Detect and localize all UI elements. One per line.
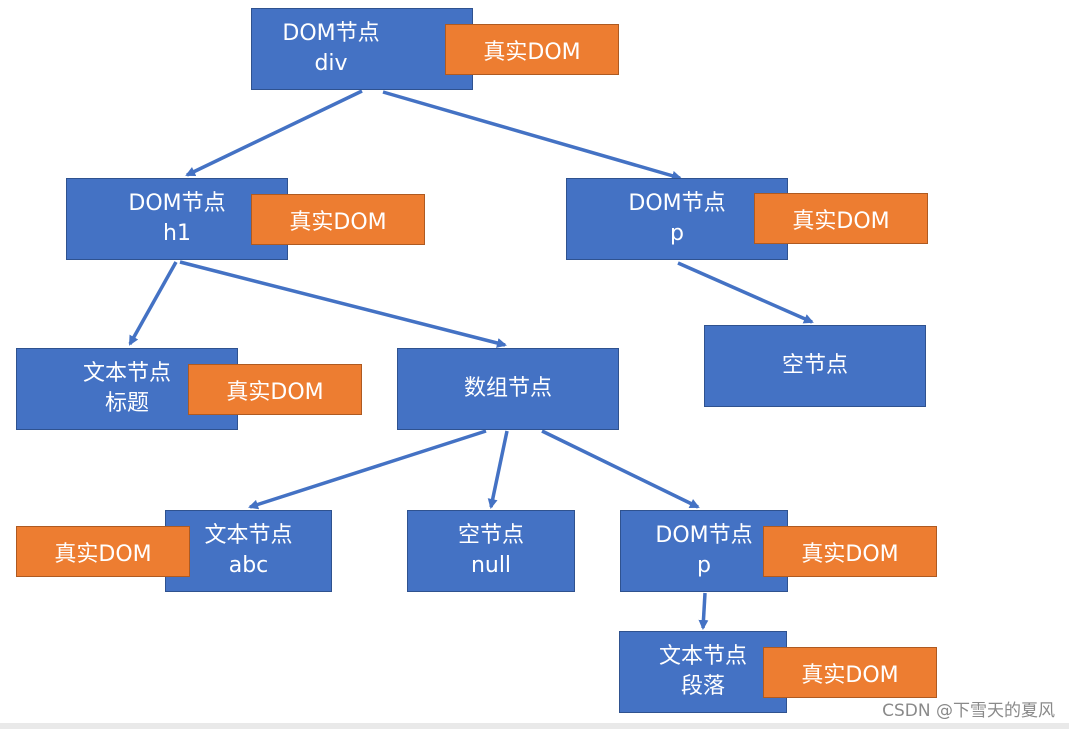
node-array-label: 数组节点 <box>463 376 552 401</box>
node-div: DOM节点 div <box>251 8 473 90</box>
edge-array-to-text-abc <box>248 429 487 510</box>
node-p-bottom-label: DOM节点 <box>655 523 753 548</box>
node-empty-top-label: 空节点 <box>781 353 848 378</box>
real-dom-tag-div: 真实DOM <box>445 24 619 75</box>
edge-h1-to-text-title <box>128 261 178 346</box>
node-array: 数组节点 <box>397 348 619 430</box>
node-p-bottom-tag-name: p <box>697 553 711 578</box>
node-p-top-label: DOM节点 <box>628 191 726 216</box>
edge-array-to-null <box>487 430 509 509</box>
real-dom-tag-text-abc: 真实DOM <box>16 526 190 577</box>
node-text-abc: 文本节点 abc <box>165 510 332 592</box>
real-dom-tag-text-title: 真实DOM <box>188 364 362 415</box>
node-p-bottom: DOM节点 p <box>620 510 788 592</box>
node-h1-label: DOM节点 <box>128 191 226 216</box>
node-empty-null-label: 空节点 <box>457 523 524 548</box>
edge-p-bottom-to-para <box>698 592 709 630</box>
node-text-abc-content: abc <box>228 553 269 578</box>
node-empty-top: 空节点 <box>704 325 926 407</box>
csdn-watermark: CSDN @下雪天的夏风 <box>882 701 1055 721</box>
edge-p-top-to-empty <box>677 261 814 324</box>
real-dom-tag-text-para: 真实DOM <box>763 647 937 698</box>
node-div-tag-name: div <box>314 51 348 76</box>
edge-div-to-h1 <box>185 89 363 177</box>
edge-div-to-p-top <box>382 90 682 181</box>
node-text-abc-label: 文本节点 <box>204 523 293 548</box>
node-div-label: DOM节点 <box>282 21 380 46</box>
edge-array-to-p-bottom <box>541 429 700 509</box>
node-text-para: 文本节点 段落 <box>619 631 787 713</box>
node-p-top-tag-name: p <box>670 221 684 246</box>
node-text-para-content: 段落 <box>680 674 725 699</box>
node-text-title-label: 文本节点 <box>82 361 171 386</box>
real-dom-tag-p-bottom: 真实DOM <box>763 526 937 577</box>
edge-h1-to-array <box>179 260 507 348</box>
real-dom-tag-h1: 真实DOM <box>251 194 425 245</box>
node-empty-null-content: null <box>470 553 512 578</box>
node-text-title-content: 标题 <box>104 391 149 416</box>
node-h1-tag-name: h1 <box>163 221 191 246</box>
real-dom-tag-p-top: 真实DOM <box>754 193 928 244</box>
node-text-para-label: 文本节点 <box>658 644 747 669</box>
page-bottom-strip <box>0 723 1069 729</box>
node-empty-null: 空节点 null <box>407 510 575 592</box>
